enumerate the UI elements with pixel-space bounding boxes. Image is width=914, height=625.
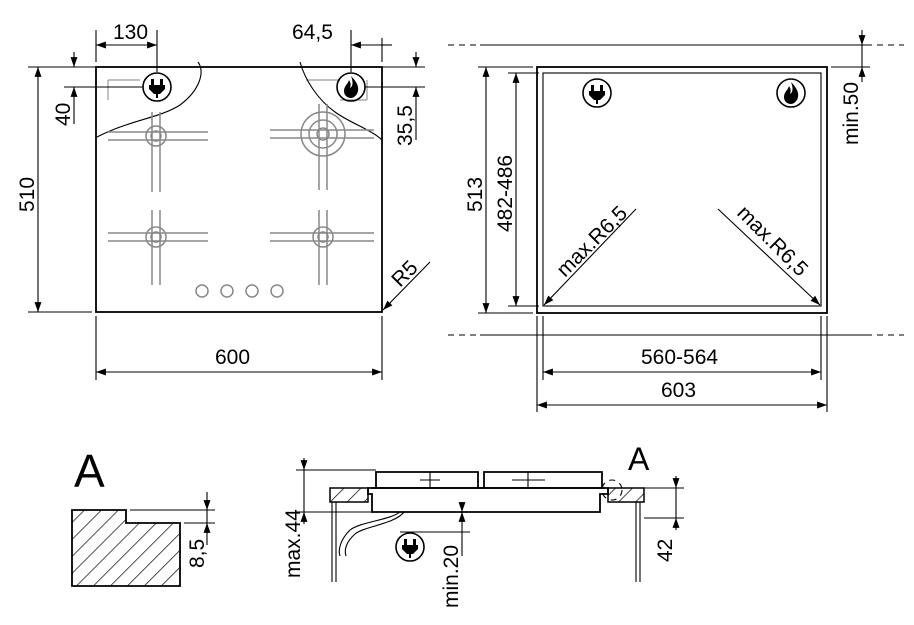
detail-a-view: A 8,5: [71, 445, 215, 587]
control-knobs: [195, 284, 284, 298]
burner-rear-right: [270, 104, 374, 190]
dim-depth: 510: [16, 177, 39, 212]
electric-plug-icon: [142, 72, 172, 102]
cutout-outer: [536, 66, 828, 314]
dim-width: 600: [215, 346, 250, 369]
section-a-label: A: [628, 441, 650, 477]
dim-thickness: 42: [654, 539, 677, 562]
hob-body: [367, 487, 609, 513]
dim-plug-x: 130: [113, 21, 148, 44]
burner-front-right: [270, 210, 374, 285]
gas-flame-icon: [336, 72, 366, 102]
worktop-section: [71, 509, 181, 587]
dim-min-clearance: min.20: [440, 545, 463, 608]
dim-inner-width: 560-564: [641, 346, 718, 369]
burner-front-left: [108, 210, 208, 285]
gas-flame-icon: [776, 78, 806, 108]
dim-gas-x: 64,5: [292, 21, 333, 44]
radius-right: max.R6,5: [732, 201, 812, 281]
electric-plug-icon: [582, 78, 612, 108]
dim-plug-y: 40: [52, 103, 75, 126]
radius-left: max.R6,5: [552, 202, 632, 282]
dim-gas-y: 35,5: [394, 105, 417, 146]
dim-step: 8,5: [186, 539, 209, 568]
cutout-inner: [542, 72, 822, 307]
hob-outline: [95, 66, 383, 313]
section-view: A max.44 min.20 42: [282, 441, 684, 608]
dim-outer-width: 603: [661, 379, 696, 402]
dim-max-height: max.44: [282, 509, 305, 578]
detail-a-label: A: [74, 445, 105, 497]
pan-supports: [375, 471, 603, 488]
dim-outer-depth: 513: [464, 177, 487, 212]
hob-top-view: 130 64,5 40 35,5 510 600 R5: [16, 21, 431, 380]
electric-plug-icon: [395, 532, 425, 562]
dim-min-top: min.50: [840, 82, 863, 145]
dim-inner-depth: 482-486: [494, 155, 517, 232]
burner-rear-left: [108, 112, 208, 192]
cutout-view: max.R6,5 max.R6,5 min.50 513 482-486 560…: [448, 30, 904, 412]
dim-radius: R5: [387, 256, 422, 291]
